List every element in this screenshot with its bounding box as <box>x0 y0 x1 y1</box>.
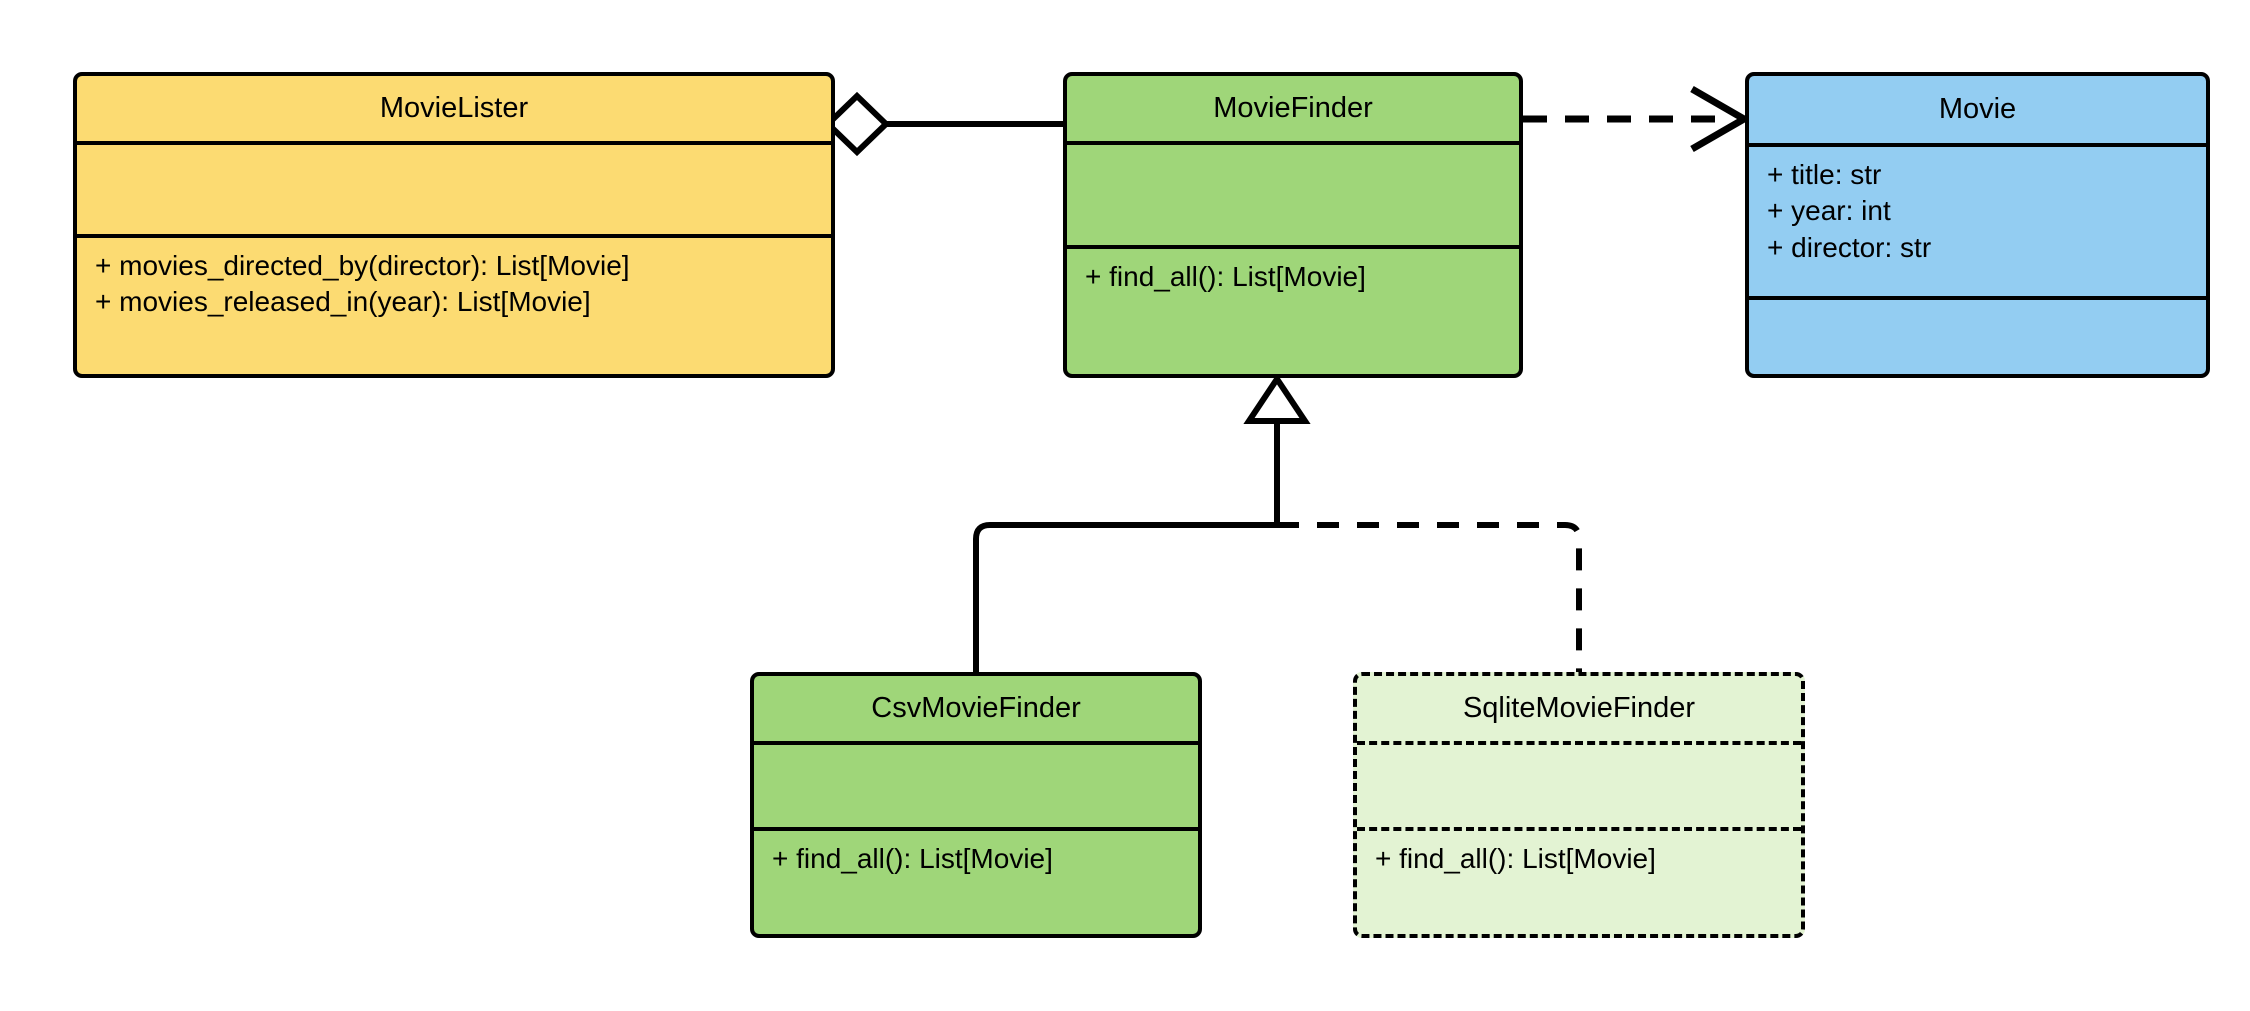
class-attributes-compartment: + title: str + year: int + director: str <box>1749 147 2206 300</box>
class-title-compartment: CsvMovieFinder <box>754 676 1198 745</box>
class-title-compartment: Movie <box>1749 76 2206 147</box>
class-box-movie-lister[interactable]: MovieLister + movies_directed_by(directo… <box>73 72 835 378</box>
attribute-item: + year: int <box>1767 195 1891 227</box>
class-box-movie-finder[interactable]: MovieFinder + find_all(): List[Movie] <box>1063 72 1523 378</box>
class-box-csv-movie-finder[interactable]: CsvMovieFinder + find_all(): List[Movie] <box>750 672 1202 938</box>
class-attributes-compartment <box>1357 745 1801 831</box>
class-name-label: MovieLister <box>379 91 529 124</box>
class-box-sqlite-movie-finder[interactable]: SqliteMovieFinder + find_all(): List[Mov… <box>1353 672 1805 938</box>
operation-item: + find_all(): List[Movie] <box>1085 261 1366 292</box>
class-name-label: MovieFinder <box>1213 91 1373 124</box>
class-operations-compartment: + find_all(): List[Movie] <box>1067 249 1519 374</box>
inheritance-arrowhead <box>1243 373 1311 424</box>
class-attributes-compartment <box>1067 145 1519 249</box>
operation-item: + find_all(): List[Movie] <box>772 843 1053 874</box>
class-operations-compartment: + find_all(): List[Movie] <box>1357 831 1801 934</box>
class-title-compartment: MovieLister <box>77 76 831 145</box>
operation-item: + find_all(): List[Movie] <box>1375 843 1656 874</box>
attribute-item: + director: str <box>1767 231 1932 263</box>
dependency-finder-movie <box>1523 85 1752 153</box>
class-name-label: Movie <box>1938 92 2017 125</box>
class-name-label: CsvMovieFinder <box>871 691 1081 724</box>
class-title-compartment: MovieFinder <box>1067 76 1519 145</box>
class-name-label: SqliteMovieFinder <box>1462 691 1696 724</box>
inheritance-csv-branch <box>973 522 1277 672</box>
class-operations-compartment: + find_all(): List[Movie] <box>754 831 1198 934</box>
class-box-movie[interactable]: Movie + title: str + year: int + directo… <box>1745 72 2210 378</box>
class-operations-compartment: + movies_directed_by(director): List[Mov… <box>77 238 831 374</box>
attribute-item: + title: str <box>1767 159 1882 190</box>
class-attributes-compartment <box>754 745 1198 831</box>
operation-item: + movies_released_in(year): List[Movie] <box>95 286 591 318</box>
operation-item: + movies_directed_by(director): List[Mov… <box>95 250 630 281</box>
inheritance-sqlite-branch <box>1277 522 1582 672</box>
class-title-compartment: SqliteMovieFinder <box>1357 676 1801 745</box>
class-attributes-compartment <box>77 145 831 238</box>
class-operations-compartment <box>1749 300 2206 374</box>
aggregation-lister-finder <box>823 91 1063 157</box>
